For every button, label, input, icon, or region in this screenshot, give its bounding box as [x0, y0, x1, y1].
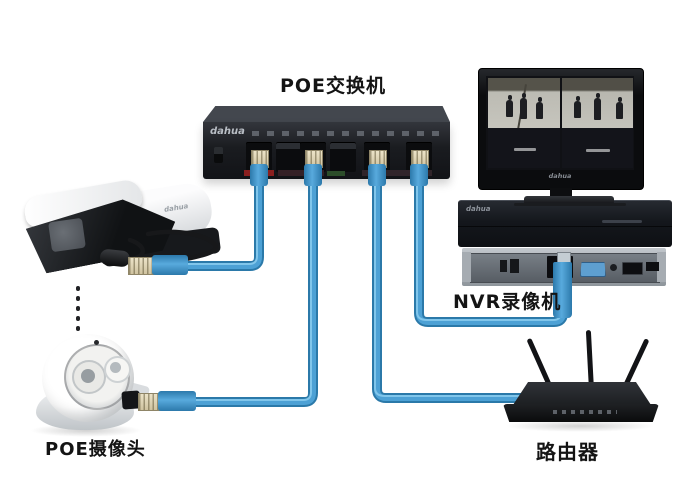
rj45-boot	[410, 164, 428, 186]
router-antenna-middle	[585, 329, 594, 391]
switch-port-4	[330, 142, 356, 172]
router-top-face	[511, 382, 653, 408]
channel2-infobar	[562, 128, 633, 168]
nvr-power-port	[646, 262, 659, 271]
nvr-audio-port	[610, 264, 617, 271]
rj45-boot	[250, 164, 268, 186]
label-poe-switch: POE交换机	[279, 75, 387, 97]
switch-top-face	[203, 106, 450, 122]
label-nvr: NVR录像机	[453, 291, 562, 313]
person-silhouette	[594, 93, 601, 120]
dome-ir-center	[81, 369, 95, 383]
person-silhouette	[574, 96, 581, 118]
rj45-boot	[152, 255, 188, 275]
switch-brand-logo: dahua	[210, 126, 245, 137]
power-connector	[99, 248, 131, 268]
nvr-vga-port	[580, 262, 606, 277]
monitor-stand-foot	[514, 203, 626, 206]
switch-power-button	[214, 147, 223, 163]
nvr-front-seam	[458, 226, 672, 227]
person-silhouette	[616, 97, 623, 119]
switch-port-2	[276, 142, 302, 172]
switch-sticker-green	[327, 171, 345, 176]
nvr-front-detail	[602, 220, 642, 223]
person-silhouette	[506, 95, 513, 117]
dome-mic-dot	[94, 340, 99, 345]
monitor-stand-base	[524, 196, 614, 205]
nvr-hdmi-port	[622, 262, 643, 275]
nvr-mount-ear-left	[462, 252, 471, 282]
router-led-row	[553, 410, 617, 414]
bullet-lens	[48, 217, 86, 253]
monitor-brand-logo: dahua	[548, 172, 572, 180]
dome-camera	[28, 332, 180, 442]
dome-lens	[110, 362, 121, 373]
channel2-osd-text	[586, 149, 610, 152]
rj45-boot	[158, 391, 196, 411]
router	[497, 329, 665, 438]
router-shadow	[505, 420, 655, 432]
nvr-usb-port	[500, 260, 507, 272]
nvr-usb-port	[510, 259, 519, 273]
rj45-boot	[304, 164, 322, 186]
monitor-channel-1	[488, 78, 560, 168]
switch-port-labels	[252, 131, 444, 136]
person-silhouette	[520, 93, 527, 119]
monitor: dahua	[470, 62, 650, 206]
label-poe-camera: POE摄像头	[45, 439, 146, 460]
nvr-mount-ear-right	[657, 252, 666, 282]
nvr-brand-logo: dahua	[466, 205, 491, 213]
person-silhouette	[536, 97, 543, 119]
label-router: 路由器	[536, 440, 599, 464]
rj45-boot	[368, 164, 386, 186]
monitor-channel-2	[562, 78, 633, 168]
channel1-osd-text	[514, 148, 536, 151]
